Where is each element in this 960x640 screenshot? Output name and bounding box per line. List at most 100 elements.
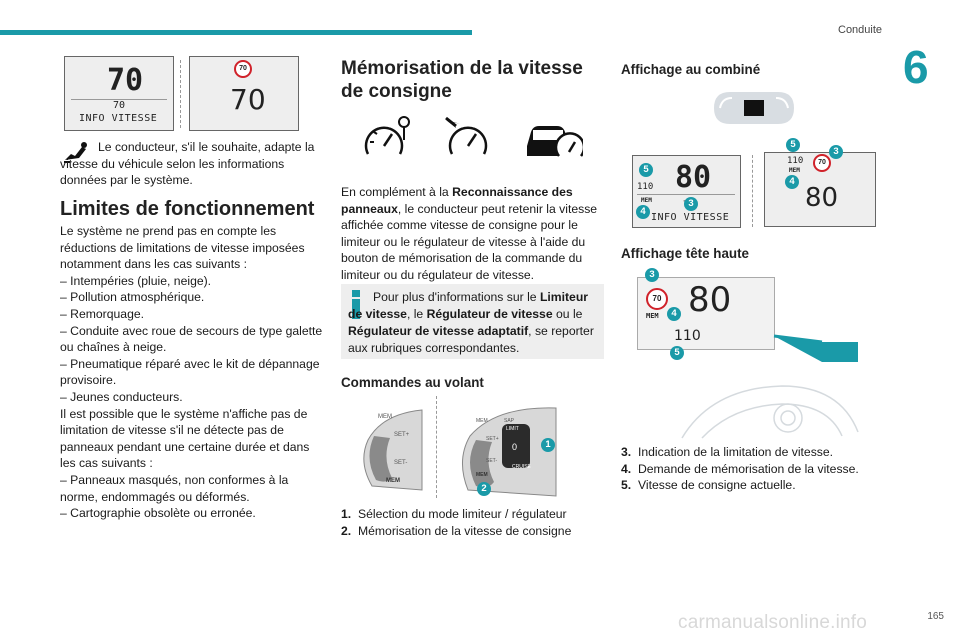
hud-title: Affichage tête haute xyxy=(621,246,749,261)
stalk-mem-label: MEM xyxy=(386,478,400,484)
stalk-cruise-label: CRUISE xyxy=(512,464,532,470)
callout-5: 5 xyxy=(639,163,653,177)
figure-divider xyxy=(436,396,437,498)
info-bold: Régulateur de vitesse adaptatif xyxy=(348,324,529,338)
callout-2: 2 xyxy=(477,482,491,496)
stalk-zero-label: 0 xyxy=(512,442,517,452)
legend-text: Sélection du mode limiteur / régulateur xyxy=(357,507,567,521)
controls-title: Commandes au volant xyxy=(341,375,484,390)
info-icon xyxy=(348,290,364,319)
legend-text: Indication de la limitation de vitesse. xyxy=(637,445,834,459)
lcd-info-vitesse: 70 70 INFO VITESSE xyxy=(64,56,174,131)
limits-item: – Intempéries (pluie, neige). xyxy=(60,273,212,288)
callout-3: 3 xyxy=(829,145,843,159)
combi-big-speed: 80 xyxy=(675,160,712,195)
limits-intro: Le système ne prend pas en compte les ré… xyxy=(60,224,305,272)
callout-4: 4 xyxy=(785,175,799,189)
callout-5: 5 xyxy=(670,346,684,360)
stalk-set-minus-label: SET- xyxy=(394,460,407,466)
speedometer-arrow-icon xyxy=(445,116,488,155)
stalk-limit-label: LIMIT xyxy=(506,426,519,432)
para-bold: Reconnaissance des panneaux xyxy=(341,185,573,216)
chapter-number: 6 xyxy=(903,41,929,93)
stalk-set-plus-label: SET+ xyxy=(394,432,410,438)
speedometer-pin-icon xyxy=(364,116,410,155)
display-legend: 3. Indication de la limitation de vitess… xyxy=(621,444,886,494)
callout-1: 1 xyxy=(541,438,555,452)
speed-limit-sign: 70 xyxy=(646,288,668,310)
limits-item: – Conduite avec roue de secours de type … xyxy=(60,323,323,355)
hud-beam-graphic xyxy=(773,334,858,362)
memorisation-title: Mémorisation de la vitesse de consigne xyxy=(341,58,583,102)
header-accent-bar xyxy=(0,30,472,35)
speed-limit-sign: 70 xyxy=(234,60,252,78)
combi-lcd-right: 110 MEM 70 80 xyxy=(764,152,876,227)
stalk-set-minus-label: SET- xyxy=(486,458,497,464)
section-label: Conduite xyxy=(838,24,883,36)
info-box: Pour plus d'informations sur le Limiteur… xyxy=(341,284,604,359)
legend-text: Mémorisation de la vitesse de consigne xyxy=(357,523,572,538)
combi-caption: INFO VITESSE xyxy=(651,212,730,223)
watermark: carmanualsonline.info xyxy=(678,612,868,633)
lcd-small-speed: 70 xyxy=(113,100,126,111)
windshield-sketch xyxy=(681,385,859,439)
combi-mem-label: MEM xyxy=(641,197,652,204)
memorisation-paragraph: En complément à la Reconnaissance des pa… xyxy=(341,184,605,284)
limits-item: – Panneaux masqués, non conformes à la n… xyxy=(60,472,289,504)
car-speedometer-icon xyxy=(527,126,583,157)
hud-big-speed: 80 xyxy=(688,280,732,320)
para-text: , le conducteur peut retenir la vitesse … xyxy=(341,201,598,282)
page-number: 165 xyxy=(927,611,944,622)
limits-item: – Cartographie obsolète ou erronée. xyxy=(60,506,256,521)
info-span: , se reporter aux rubriques correspondan… xyxy=(348,324,594,355)
stalk-sap-label: SAP xyxy=(504,418,515,424)
stalk-set-plus-label: SET+ xyxy=(486,436,499,442)
speed-limit-sign: 70 xyxy=(813,154,831,172)
stalk-mem-label: MEM xyxy=(476,418,488,424)
lcd-caption: INFO VITESSE xyxy=(79,113,158,124)
limits-item: – Pneumatique réparé avec le kit de dépa… xyxy=(60,356,320,388)
limits-para2: Il est possible que le système n'affiche… xyxy=(60,406,310,471)
limits-item: – Remorquage. xyxy=(60,306,145,321)
hud-display: 70 80 MEM 110 xyxy=(637,277,775,350)
stalk-mem-label: MEM xyxy=(378,414,392,420)
combi-small-speed: 110 xyxy=(787,156,804,166)
info-span: , le xyxy=(406,307,427,321)
legend-text: Vitesse de consigne actuelle. xyxy=(637,478,796,493)
legend-number: 2. xyxy=(341,523,352,538)
combi-big-speed: 80 xyxy=(805,183,839,213)
instrument-cluster-graphic xyxy=(714,92,794,124)
lcd-big-speed: 70 xyxy=(230,83,266,116)
driver-hand-icon xyxy=(64,142,87,163)
stalk-illustration-right: SAP LIMIT 0 CRUISE MEM SET+ SET- MEM xyxy=(462,407,557,497)
combi-title: Affichage au combiné xyxy=(621,62,761,77)
hud-small-speed: 110 xyxy=(674,328,701,344)
combi-small-speed: 110 xyxy=(637,182,654,192)
callout-4: 4 xyxy=(667,307,681,321)
callout-3: 3 xyxy=(645,268,659,282)
info-bold: Régulateur de vitesse xyxy=(426,307,553,321)
controls-legend: 1. Sélection du mode limiteur / régulate… xyxy=(341,506,605,539)
lcd-sign-display: 70 70 xyxy=(189,56,299,131)
info-bold: Limiteur de vitesse xyxy=(348,290,589,321)
stalk-illustration-left: MEM SET+ SET- MEM xyxy=(363,409,423,491)
limits-body: Le système ne prend pas en compte les ré… xyxy=(60,223,324,522)
info-span: ou le xyxy=(552,307,583,321)
limits-item: – Jeunes conducteurs. xyxy=(60,389,183,404)
info-text: Pour plus d'informations sur le Limiteur… xyxy=(348,289,600,357)
lcd-big-speed: 70 xyxy=(107,63,144,98)
legend-text: Demande de mémorisation de la vitesse. xyxy=(637,461,859,476)
callout-3: 3 xyxy=(684,197,698,211)
figure-divider xyxy=(180,60,181,128)
limits-item: – Pollution atmosphérique. xyxy=(60,290,205,305)
legend-number: 3. xyxy=(621,445,632,459)
callout-5: 5 xyxy=(786,138,800,152)
legend-number: 1. xyxy=(341,507,352,521)
combi-mem-label: MEM xyxy=(789,167,800,174)
note-text: Le conducteur, s'il le souhaite, adapte … xyxy=(60,140,315,188)
callout-4: 4 xyxy=(636,205,650,219)
figure-divider xyxy=(752,155,753,227)
para-text: En complément à la xyxy=(341,185,453,199)
info-span: Pour plus d'informations sur le xyxy=(373,290,540,304)
legend-number: 4. xyxy=(621,461,632,476)
